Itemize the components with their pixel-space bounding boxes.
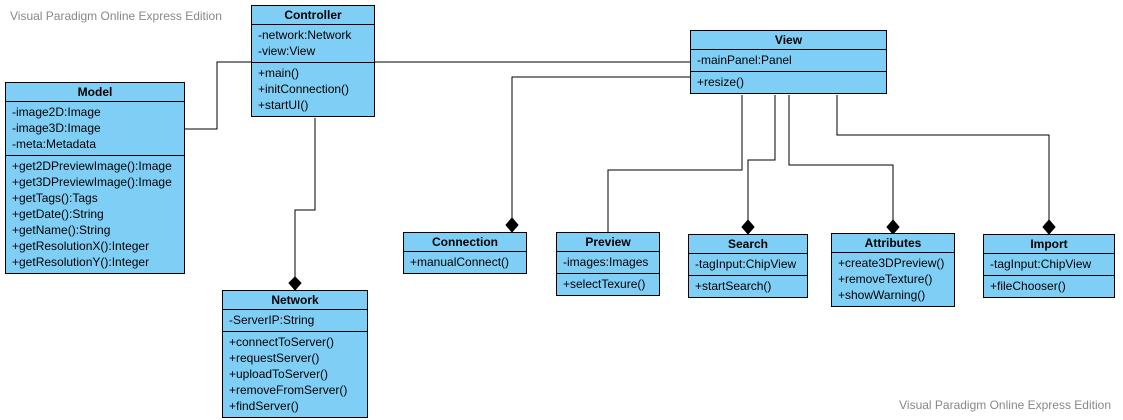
class-view[interactable]: View -mainPanel:Panel +resize()	[690, 30, 887, 94]
watermark-top: Visual Paradigm Online Express Edition	[10, 9, 222, 23]
class-attribute: -view:View	[258, 44, 316, 58]
operations-section: +main() +initConnection() +startUI()	[252, 62, 374, 116]
class-operation: +create3DPreview()	[838, 256, 945, 270]
class-attribute: -network:Network	[258, 28, 352, 42]
class-operation: +findServer()	[229, 399, 299, 413]
class-operation: +getTags():Tags	[12, 191, 98, 205]
class-controller[interactable]: Controller -network:Network -view:View +mai…	[251, 5, 375, 117]
operations-section: +selectTexure()	[557, 273, 659, 295]
class-name: Connection	[404, 233, 526, 252]
class-name: Model	[6, 83, 184, 102]
connector-view-connection	[511, 76, 691, 218]
watermark-bottom: Visual Paradigm Online Express Edition	[899, 398, 1111, 412]
composition-diamond-search	[741, 219, 755, 235]
attributes-section: -image2D:Image -image3D:Image -meta:Metada…	[6, 102, 184, 155]
connector-view-search	[747, 95, 776, 220]
class-attribute: -image2D:Image	[12, 105, 101, 119]
class-operation: +get3DPreviewImage():Image	[12, 175, 172, 189]
class-operation: +manualConnect()	[410, 255, 510, 269]
class-operation: +selectTexure()	[563, 277, 646, 291]
connector-view-attributes	[788, 95, 894, 220]
operations-section: +connectToServer() +requestServer() +uploa…	[223, 331, 367, 417]
operations-section: +manualConnect()	[404, 252, 526, 273]
class-attribute: -ServerIP:String	[229, 313, 315, 327]
class-preview[interactable]: Preview -images:Images +selectTexure()	[556, 232, 660, 296]
composition-diamond-attributes	[886, 219, 900, 235]
class-attribute: -tagInput:ChipView	[695, 257, 797, 271]
class-operation: +requestServer()	[229, 351, 320, 365]
connector-view-import	[836, 95, 1050, 220]
operations-section: +fileChooser()	[984, 275, 1114, 297]
attributes-section: -tagInput:ChipView	[984, 254, 1114, 275]
attributes-section: -mainPanel:Panel	[691, 50, 886, 71]
connector-controller-network	[294, 118, 316, 277]
class-operation: +getResolutionY():Integer	[12, 255, 150, 269]
class-operation: +getResolutionX():Integer	[12, 239, 150, 253]
class-name: Search	[689, 235, 807, 254]
class-operation: +fileChooser()	[990, 279, 1066, 293]
class-operation: +initConnection()	[258, 82, 350, 96]
operations-section: +startSearch()	[689, 275, 807, 297]
class-name: Network	[223, 291, 367, 310]
class-operation: +startUI()	[258, 98, 309, 112]
class-name: Preview	[557, 233, 659, 252]
class-attribute: -meta:Metadata	[12, 137, 97, 151]
attributes-section: -network:Network -view:View	[252, 25, 374, 62]
class-name: View	[691, 31, 886, 50]
composition-diamond-connection	[505, 217, 519, 233]
class-attribute: -mainPanel:Panel	[697, 53, 792, 67]
class-import[interactable]: Import -tagInput:ChipView +fileChooser()	[983, 234, 1115, 298]
connector-model-controller	[185, 61, 252, 130]
class-operation: +startSearch()	[695, 279, 772, 293]
class-connection[interactable]: Connection +manualConnect()	[403, 232, 527, 274]
class-operation: +removeTexture()	[838, 272, 933, 286]
attributes-section: -ServerIP:String	[223, 310, 367, 331]
composition-diamond-network	[288, 276, 302, 291]
class-operation: +removeFromServer()	[229, 383, 348, 397]
class-operation: +resize()	[697, 75, 745, 89]
class-attribute: -images:Images	[563, 255, 649, 269]
class-operation: +main()	[258, 66, 300, 80]
operations-section: +get2DPreviewImage():Image +get3DPreviewI…	[6, 155, 184, 273]
class-operation: +getDate():String	[12, 207, 104, 221]
class-model[interactable]: Model -image2D:Image -image3D:Image -meta:M…	[5, 82, 185, 274]
class-operation: +showWarning()	[838, 288, 926, 302]
class-name: Import	[984, 235, 1114, 254]
class-attribute: -image3D:Image	[12, 121, 101, 135]
class-operation: +getName():String	[12, 223, 111, 237]
class-search[interactable]: Search -tagInput:ChipView +startSearch()	[688, 234, 808, 298]
composition-diamond-import	[1042, 219, 1056, 235]
attributes-section: -tagInput:ChipView	[689, 254, 807, 275]
class-attributes[interactable]: Attributes +create3DPreview() +removeTextu…	[831, 233, 955, 307]
class-operation: +get2DPreviewImage():Image	[12, 159, 172, 173]
class-attribute: -tagInput:ChipView	[990, 257, 1092, 271]
class-operation: +connectToServer()	[229, 335, 335, 349]
operations-section: +create3DPreview() +removeTexture() +showW…	[832, 253, 954, 306]
class-network[interactable]: Network -ServerIP:String +connectToServer(…	[222, 290, 368, 418]
operations-section: +resize()	[691, 71, 886, 93]
attributes-section: -images:Images	[557, 252, 659, 273]
class-name: Controller	[252, 6, 374, 25]
class-operation: +uploadToServer()	[229, 367, 329, 381]
connector-view-preview	[607, 95, 743, 232]
class-name: Attributes	[832, 234, 954, 253]
